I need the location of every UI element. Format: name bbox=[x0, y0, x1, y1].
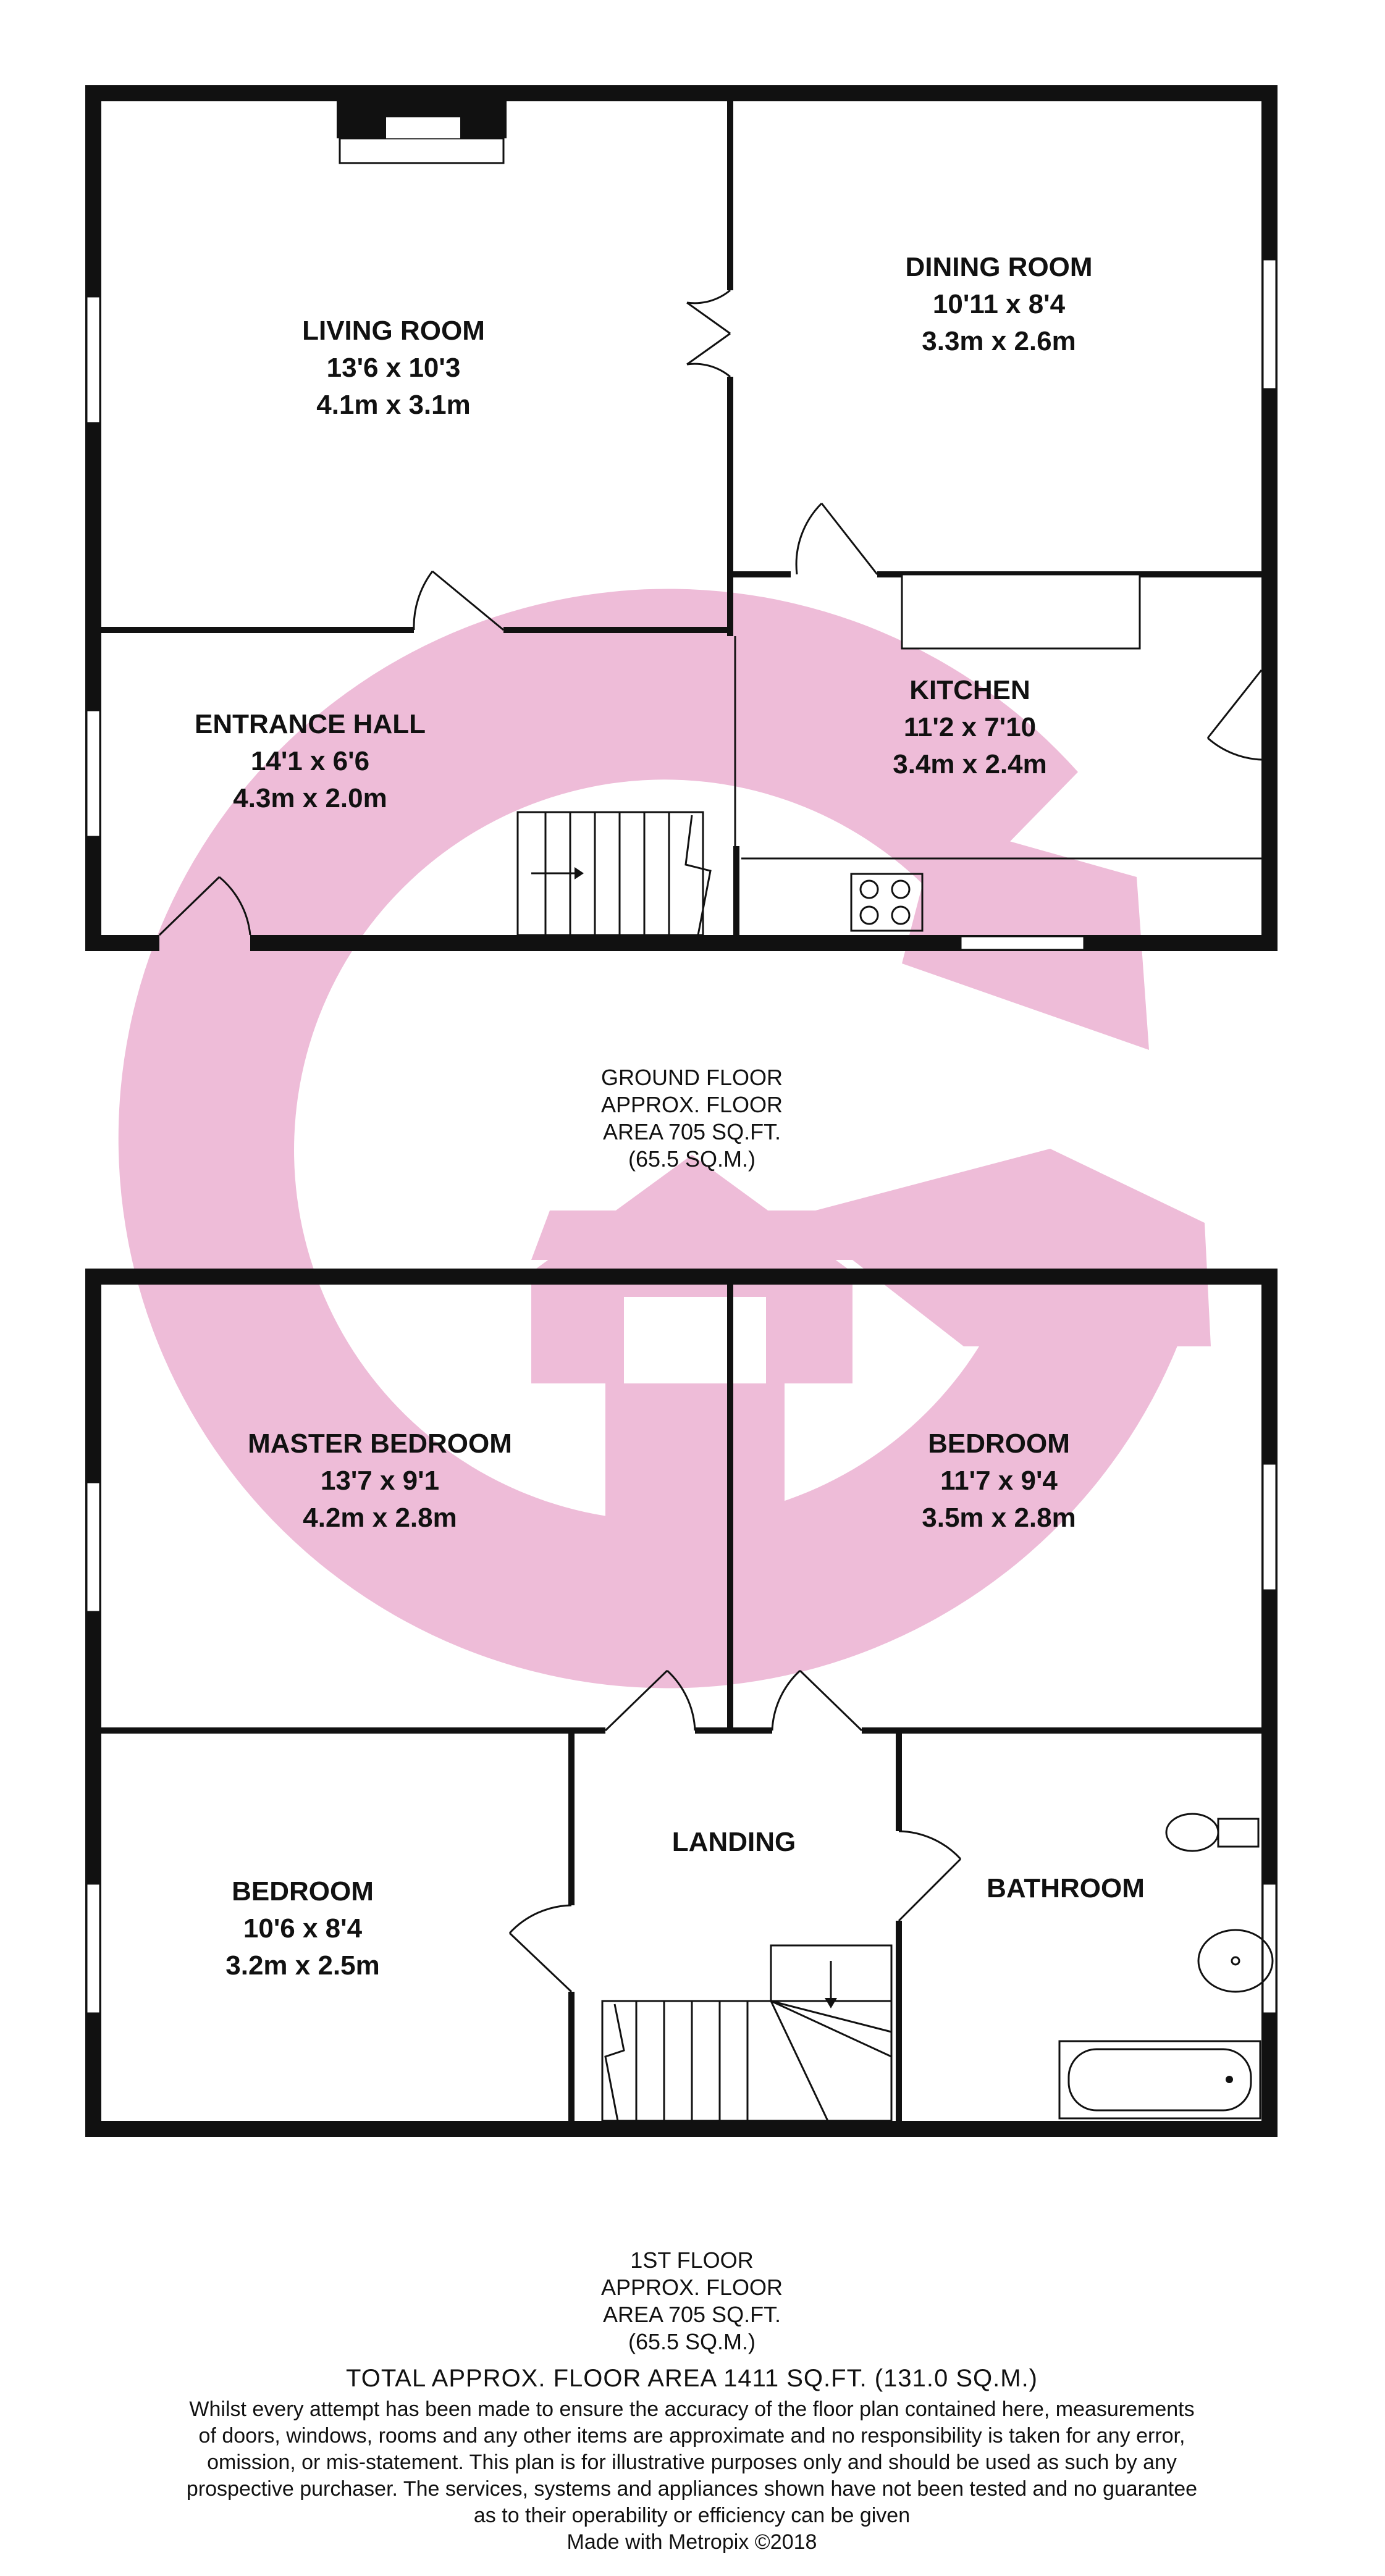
first-floor: MASTER BEDROOM 13'7 x 9'1 4.2m x 2.8m BE… bbox=[85, 1269, 1278, 2354]
basin-icon bbox=[1197, 1929, 1274, 1993]
bedroom-left-name: BEDROOM bbox=[232, 1876, 374, 1907]
disclaimer-line-2: of doors, windows, rooms and any other i… bbox=[199, 2424, 1185, 2448]
ground-floor-label-1: GROUND FLOOR bbox=[601, 1065, 783, 1090]
disclaimer-line-5: as to their operability or efficiency ca… bbox=[474, 2504, 910, 2527]
entrance-hall-metric: 4.3m x 2.0m bbox=[233, 783, 387, 813]
ground-floor-label-3: AREA 705 SQ.FT. bbox=[603, 1119, 781, 1144]
ground-floor-label-2: APPROX. FLOOR bbox=[601, 1092, 783, 1117]
entrance-hall-name: ENTRANCE HALL bbox=[195, 709, 426, 739]
living-room-metric: 4.1m x 3.1m bbox=[316, 390, 471, 420]
watermark-logo bbox=[118, 589, 1211, 1689]
door bbox=[771, 1669, 863, 1732]
window bbox=[85, 295, 101, 424]
dining-room-imperial: 10'11 x 8'4 bbox=[933, 289, 1066, 319]
window bbox=[1261, 1462, 1278, 1592]
kitchen-name: KITCHEN bbox=[909, 675, 1030, 705]
first-floor-label-1: 1ST FLOOR bbox=[630, 2247, 753, 2273]
door bbox=[604, 1669, 696, 1732]
hob-icon bbox=[850, 873, 924, 932]
dining-room-name: DINING ROOM bbox=[905, 252, 1092, 282]
staircase bbox=[516, 811, 712, 936]
door bbox=[795, 502, 878, 575]
living-room-imperial: 13'6 x 10'3 bbox=[327, 353, 461, 383]
first-floor-label-2: APPROX. FLOOR bbox=[601, 2275, 783, 2300]
window bbox=[85, 709, 101, 838]
disclaimer-line-1: Whilst every attempt has been made to en… bbox=[189, 2398, 1194, 2421]
master-bedroom-name: MASTER BEDROOM bbox=[248, 1429, 512, 1459]
bedroom-right-imperial: 11'7 x 9'4 bbox=[940, 1466, 1058, 1496]
bathtub-icon bbox=[1058, 2040, 1261, 2120]
toilet-icon bbox=[1165, 1813, 1260, 1852]
landing-name: LANDING bbox=[672, 1827, 796, 1857]
first-floor-label-3: AREA 705 SQ.FT. bbox=[603, 2302, 781, 2327]
window bbox=[85, 1882, 101, 2015]
bedroom-left-imperial: 10'6 x 8'4 bbox=[243, 1913, 363, 1944]
bedroom-right-name: BEDROOM bbox=[928, 1429, 1070, 1459]
door bbox=[413, 570, 504, 631]
door bbox=[1206, 669, 1263, 761]
door bbox=[898, 1830, 962, 1922]
window bbox=[85, 1481, 101, 1613]
first-floor-label-4: (65.5 SQ.M.) bbox=[628, 2329, 756, 2354]
master-bedroom-metric: 4.2m x 2.8m bbox=[303, 1503, 457, 1533]
front-door bbox=[158, 876, 251, 936]
credit: Made with Metropix ©2018 bbox=[567, 2530, 817, 2554]
door bbox=[686, 289, 731, 378]
master-bedroom-imperial: 13'7 x 9'1 bbox=[321, 1466, 439, 1496]
staircase bbox=[601, 1944, 893, 2122]
total-floor-area: TOTAL APPROX. FLOOR AREA 1411 SQ.FT. (13… bbox=[346, 2365, 1038, 2392]
living-room-name: LIVING ROOM bbox=[302, 316, 485, 346]
kitchen-metric: 3.4m x 2.4m bbox=[893, 749, 1047, 779]
disclaimer-line-4: prospective purchaser. The services, sys… bbox=[187, 2477, 1197, 2501]
kitchen-counter bbox=[901, 573, 1141, 650]
door bbox=[508, 1904, 573, 1993]
ground-floor-label-4: (65.5 SQ.M.) bbox=[628, 1146, 756, 1172]
ground-floor: LIVING ROOM 13'6 x 10'3 4.1m x 3.1m DINI… bbox=[85, 85, 1278, 1172]
kitchen-imperial: 11'2 x 7'10 bbox=[904, 712, 1036, 742]
bedroom-right-metric: 3.5m x 2.8m bbox=[922, 1503, 1076, 1533]
bedroom-left-metric: 3.2m x 2.5m bbox=[225, 1950, 380, 1981]
window bbox=[1261, 258, 1278, 390]
disclaimer-line-3: omission, or mis-statement. This plan is… bbox=[207, 2451, 1177, 2474]
dining-room-metric: 3.3m x 2.6m bbox=[922, 326, 1076, 356]
window bbox=[959, 935, 1085, 951]
bathroom-name: BATHROOM bbox=[987, 1873, 1145, 1903]
entrance-hall-imperial: 14'1 x 6'6 bbox=[251, 746, 369, 776]
